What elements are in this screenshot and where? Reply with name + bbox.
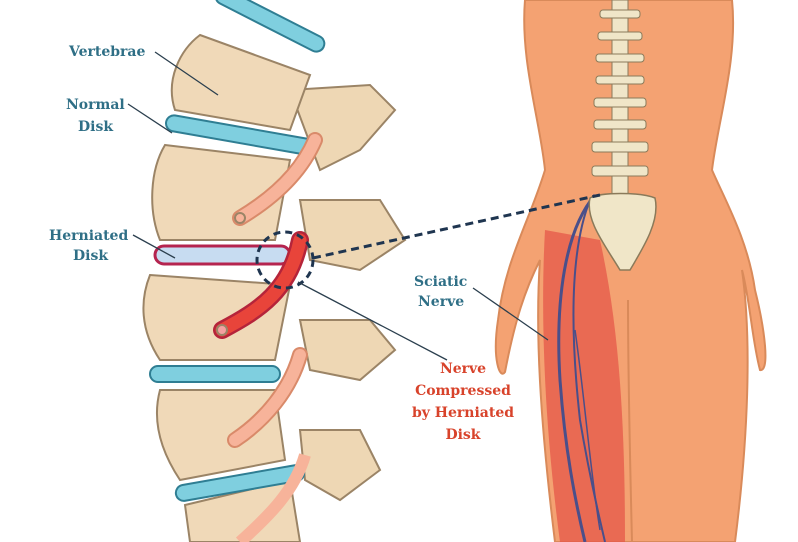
label-sciatic-nerve-line2: Nerve xyxy=(418,294,464,310)
label-normal-disk-line2: Disk xyxy=(78,119,113,135)
body-figure xyxy=(494,0,767,542)
sciatic-pain-area xyxy=(543,230,625,542)
disk xyxy=(149,365,281,383)
label-herniated-disk-line1: Herniated xyxy=(49,228,128,244)
label-herniated-disk-line2: Disk xyxy=(73,248,108,264)
spine-section xyxy=(142,0,601,542)
vertebra xyxy=(142,273,292,361)
label-normal-disk-line1: Normal xyxy=(66,97,125,113)
connector-line xyxy=(312,193,601,260)
label-line: by Herniated xyxy=(412,405,514,421)
herniated-disk xyxy=(153,244,292,266)
sciatic-nerve-path xyxy=(557,194,597,542)
disk xyxy=(214,0,326,53)
herniation-highlight xyxy=(255,230,315,290)
label-sciatic-nerve-line1: Sciatic xyxy=(414,274,467,290)
vertebra xyxy=(156,389,287,482)
label-line: Nerve xyxy=(440,361,486,377)
sacrum xyxy=(588,192,657,271)
body-spine xyxy=(588,0,657,271)
compressed-nerve xyxy=(215,233,307,337)
label-vertebrae: Vertebrae xyxy=(68,44,145,60)
leader-lines xyxy=(127,51,549,361)
label-nerve-compressed: Nerve Compressed by Herniated Disk xyxy=(412,361,514,443)
vertebra xyxy=(170,33,312,132)
label-line: Compressed xyxy=(415,383,511,399)
label-line: Disk xyxy=(445,427,480,443)
